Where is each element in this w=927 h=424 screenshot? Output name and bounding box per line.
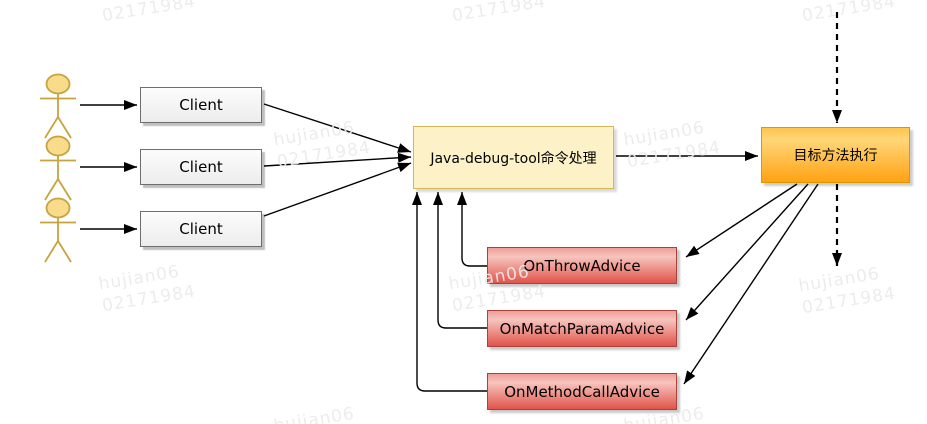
watermark: hujian06 02171984 <box>272 403 372 424</box>
watermark: hujian06 02171984 <box>97 261 198 317</box>
watermark: hujian06 02171984 <box>97 0 198 27</box>
node-client-2: Client <box>140 149 262 185</box>
target-method-label: 目标方法执行 <box>793 148 878 164</box>
arrow-client3-processor <box>263 162 412 217</box>
arrow-target-onmatchparam <box>685 183 809 321</box>
onmethodcall-advice-label: OnMethodCallAdvice <box>504 382 660 401</box>
watermark: hujian06 02171984 <box>447 0 548 27</box>
actor-icon <box>40 197 76 263</box>
arrow-onmethodcall-processor <box>412 192 487 392</box>
onthrow-advice-label: OnThrowAdvice <box>523 256 641 275</box>
watermark: hujian06 02171984 <box>272 117 373 173</box>
node-onmatchparam-advice: OnMatchParamAdvice <box>487 310 677 347</box>
actor-icon <box>40 73 76 139</box>
client-2-label: Client <box>179 158 223 176</box>
node-onthrow-advice: OnThrowAdvice <box>487 247 677 284</box>
node-client-1: Client <box>140 87 262 123</box>
watermark: hujian06 02171984 <box>622 117 723 173</box>
arrow-onmatchparam-processor <box>433 192 487 329</box>
arrow-target-onmethodcall <box>683 183 819 385</box>
node-target-method: 目标方法执行 <box>761 127 910 183</box>
client-3-label: Client <box>179 220 223 238</box>
onmatchparam-advice-label: OnMatchParamAdvice <box>499 319 665 338</box>
watermark: hujian06 02171984 <box>797 0 898 27</box>
node-client-3: Client <box>140 211 262 247</box>
command-processor-label: Java-debug-tool命令处理 <box>430 150 597 167</box>
arrow-target-onthrow <box>685 183 798 258</box>
client-1-label: Client <box>179 96 223 114</box>
arrow-client1-processor <box>263 103 412 153</box>
arrow-client2-processor <box>263 152 412 167</box>
arrow-onthrow-processor <box>457 192 487 267</box>
watermark: hujian06 02171984 <box>797 263 898 319</box>
node-command-processor: Java-debug-tool命令处理 <box>413 126 614 189</box>
actor-icon <box>40 135 76 201</box>
node-onmethodcall-advice: OnMethodCallAdvice <box>487 373 677 410</box>
